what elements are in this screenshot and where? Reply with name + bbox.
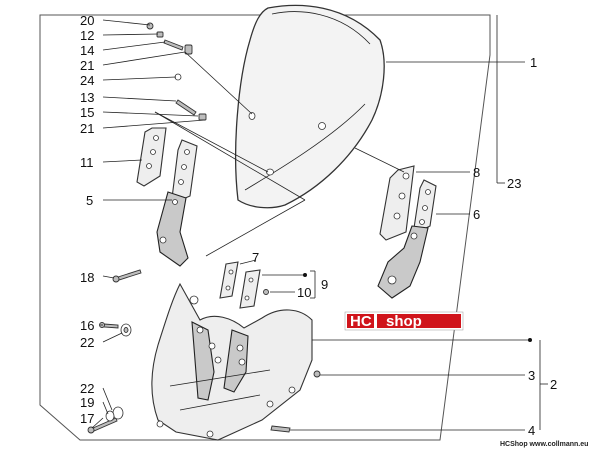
front-fairing — [151, 282, 313, 441]
center-small-plates — [219, 261, 269, 309]
callout-6: 6 — [473, 207, 480, 222]
hcshop-logo: HC shop — [344, 311, 464, 331]
callout-8: 8 — [473, 165, 480, 180]
callout-11: 11 — [80, 155, 94, 170]
callout-1: 1 — [530, 55, 537, 70]
left-bracket-plate — [136, 127, 198, 203]
ref-dot-2 — [528, 338, 532, 342]
ref-dot-9 — [303, 273, 307, 277]
logo-shop-box — [377, 314, 461, 328]
callout-13: 13 — [80, 90, 94, 105]
logo-shop-text: shop — [386, 313, 422, 330]
footer-credit: HCShop www.collmann.eu — [500, 441, 588, 448]
assembly-frame — [39, 14, 491, 441]
callout-21: 21 — [80, 58, 94, 73]
callout-18: 18 — [80, 270, 94, 285]
callout-4: 4 — [528, 423, 535, 438]
screw-18 — [112, 269, 142, 283]
callout-7: 7 — [252, 250, 259, 265]
right-mount-arm — [377, 225, 429, 299]
callout-19: 19 — [80, 395, 94, 410]
logo-hc-box — [347, 314, 374, 328]
callout-17: 17 — [80, 411, 94, 426]
screw-17-washers — [87, 406, 124, 434]
screw-16-washer-22 — [99, 322, 132, 337]
callout-12: 12 — [80, 28, 94, 43]
callout-23: 23 — [507, 176, 521, 191]
callout-24: 24 — [80, 73, 94, 88]
logo-hc-text: HC — [350, 313, 372, 330]
leader-lines — [91, 15, 548, 431]
callout-22-b: 22 — [80, 381, 94, 396]
windscreen — [235, 4, 385, 209]
callout-21-b: 21 — [80, 121, 94, 136]
callout-labels: 20 12 14 21 24 13 15 21 11 5 18 16 22 22… — [80, 13, 557, 438]
callout-22: 22 — [80, 335, 94, 350]
left-mount-arm — [156, 191, 189, 267]
callout-9: 9 — [321, 277, 328, 292]
callout-16: 16 — [80, 318, 94, 333]
hardware-left-top — [146, 22, 207, 121]
callout-14: 14 — [80, 43, 94, 58]
callout-3: 3 — [528, 368, 535, 383]
callout-5: 5 — [86, 193, 93, 208]
callout-20: 20 — [80, 13, 94, 28]
small-screws-fairing — [270, 370, 321, 433]
callout-15: 15 — [80, 105, 94, 120]
callout-10: 10 — [297, 285, 311, 300]
callout-2: 2 — [550, 377, 557, 392]
right-bracket-plate — [379, 165, 437, 241]
